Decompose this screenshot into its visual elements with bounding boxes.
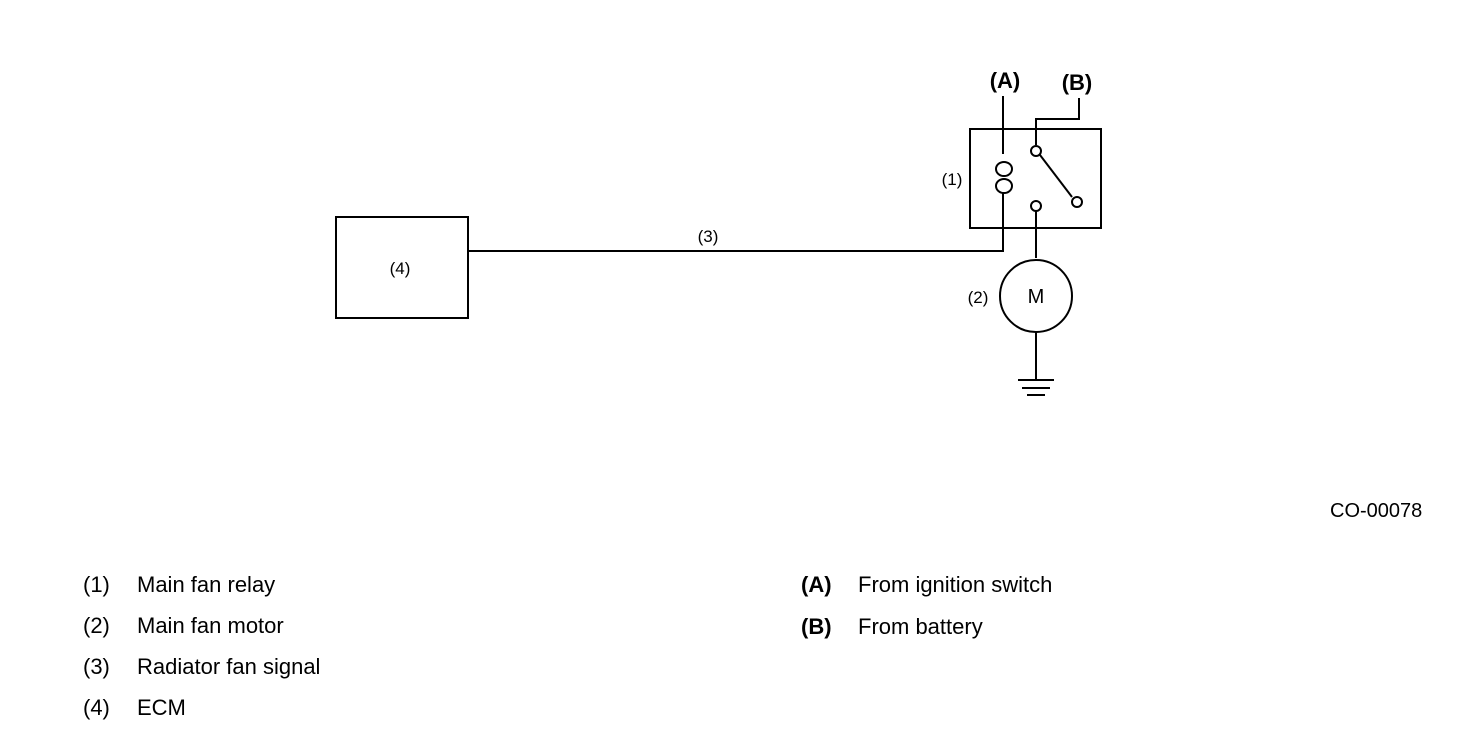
signal-wire bbox=[468, 226, 1004, 252]
legend-text: Main fan relay bbox=[137, 572, 276, 597]
battery-wire bbox=[1035, 98, 1080, 145]
ecm-label: (4) bbox=[390, 259, 411, 278]
motor-symbol: M bbox=[1028, 286, 1045, 308]
legend-text: From ignition switch bbox=[858, 572, 1053, 597]
relay-label: (1) bbox=[942, 170, 963, 189]
ecm-box bbox=[335, 216, 469, 319]
battery-label: (B) bbox=[1062, 70, 1093, 95]
legend-number: (2) bbox=[83, 613, 110, 638]
relay-switch-icon bbox=[1030, 145, 1083, 212]
legend-number: (4) bbox=[83, 695, 110, 720]
legend-text: From battery bbox=[858, 614, 983, 639]
legend-text: Radiator fan signal bbox=[137, 654, 321, 679]
ignition-label: (A) bbox=[990, 68, 1021, 93]
ground-icon bbox=[1018, 379, 1054, 396]
signal-wire-label: (3) bbox=[698, 227, 719, 246]
legend-text: Main fan motor bbox=[137, 613, 284, 638]
reference-code: CO-00078 bbox=[1330, 500, 1423, 522]
motor-label: (2) bbox=[968, 288, 989, 307]
legend-key: (A) bbox=[801, 572, 832, 597]
legend-number: (1) bbox=[83, 572, 110, 597]
legend-key: (B) bbox=[801, 614, 832, 639]
legend-right: (A) From ignition switch (B) From batter… bbox=[801, 572, 1201, 652]
relay-coil-icon bbox=[995, 161, 1013, 194]
legend-text: ECM bbox=[137, 695, 186, 720]
legend-left: (1) Main fan relay (2) Main fan motor (3… bbox=[83, 572, 483, 732]
legend-number: (3) bbox=[83, 654, 110, 679]
